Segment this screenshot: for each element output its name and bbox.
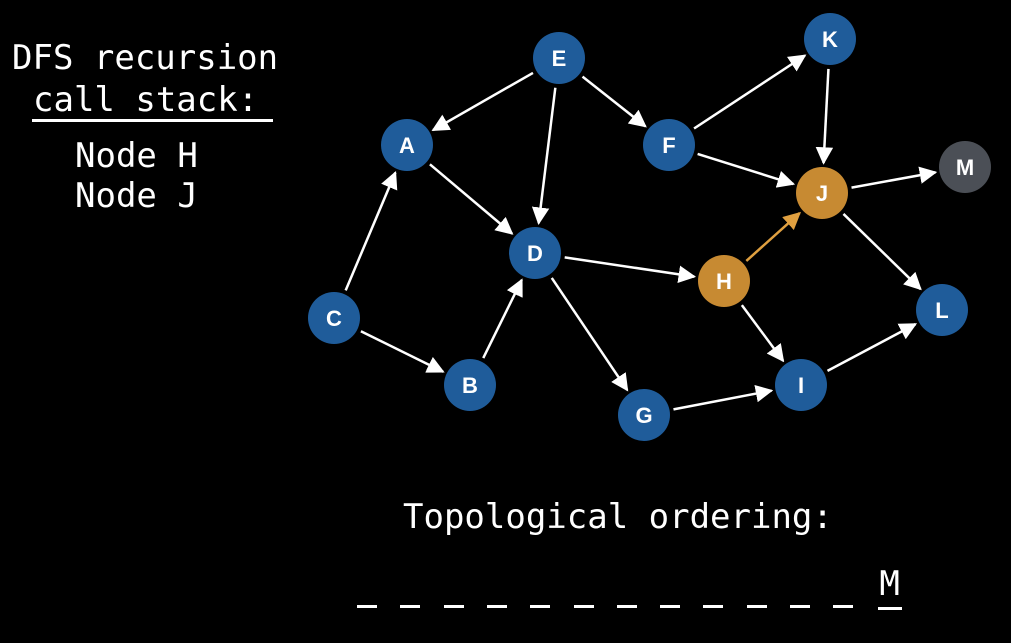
- edge-h-j: [745, 211, 801, 262]
- node-label: H: [716, 269, 732, 294]
- node-f: F: [643, 119, 695, 171]
- node-circle: [775, 359, 827, 411]
- node-c: C: [308, 292, 360, 344]
- call-stack-frame: Node J: [75, 176, 198, 216]
- call-stack-panel: DFS recursion call stack: Node H Node J: [0, 0, 300, 230]
- node-label: K: [822, 27, 838, 52]
- node-label: I: [798, 373, 804, 398]
- edge-e-d: [531, 87, 557, 225]
- node-e: E: [533, 32, 585, 84]
- node-m: M: [939, 141, 991, 193]
- node-j: J: [796, 167, 848, 219]
- topological-ordering-slots: M: [357, 564, 917, 620]
- ordering-slot: [746, 570, 767, 614]
- ordering-slot-blank: [530, 605, 551, 608]
- ordering-slot-blank: [877, 607, 902, 610]
- ordering-slot-blank: [746, 605, 767, 608]
- ordering-slot: [357, 570, 377, 614]
- node-a: A: [381, 119, 433, 171]
- ordering-slot: M: [877, 564, 902, 614]
- ordering-slot-value: M: [879, 564, 900, 604]
- node-label: G: [635, 403, 652, 428]
- node-label: D: [527, 241, 543, 266]
- edge-c-b: [360, 330, 445, 373]
- call-stack-frame: Node H: [75, 136, 198, 176]
- node-label: F: [662, 133, 675, 158]
- ordering-slot: [703, 570, 724, 614]
- node-circle: [618, 389, 670, 441]
- ordering-slot: [486, 570, 507, 614]
- ordering-slot: [790, 570, 810, 614]
- edge-f-j: [697, 152, 796, 188]
- node-label: A: [399, 133, 415, 158]
- edge-e-f: [581, 75, 647, 128]
- node-h: H: [698, 255, 750, 307]
- edge-h-i: [740, 304, 785, 363]
- ordering-slot: [573, 570, 594, 614]
- ordering-slot: [400, 570, 421, 614]
- ordering-slot-blank: [573, 605, 594, 608]
- edge-k-j: [815, 68, 834, 165]
- edge-e-a: [431, 71, 534, 132]
- call-stack-title-line1: DFS recursion: [12, 38, 279, 78]
- ordering-slot-blank: [486, 605, 507, 608]
- edge-j-l: [842, 213, 922, 291]
- node-l: L: [916, 284, 968, 336]
- ordering-slot-blank: [660, 605, 681, 608]
- node-circle: [381, 119, 433, 171]
- edge-d-g: [550, 277, 629, 392]
- ordering-slot: [443, 570, 464, 614]
- edge-j-m: [851, 166, 938, 189]
- node-circle: [698, 255, 750, 307]
- ordering-slot-blank: [357, 605, 377, 608]
- node-circle: [804, 13, 856, 65]
- node-g: G: [618, 389, 670, 441]
- ordering-slot-blank: [833, 605, 854, 608]
- ordering-slot: [530, 570, 551, 614]
- edge-f-k: [693, 54, 807, 130]
- nodes-layer: E K A F M J D H C L B I G: [308, 13, 991, 441]
- node-i: I: [775, 359, 827, 411]
- node-label: M: [956, 155, 974, 180]
- ordering-slot-blank: [400, 605, 421, 608]
- node-circle: [308, 292, 360, 344]
- ordering-slot: [616, 570, 637, 614]
- ordering-slot: [660, 570, 681, 614]
- edge-b-d: [482, 278, 523, 359]
- node-circle: [643, 119, 695, 171]
- call-stack-title-line2: call stack:: [33, 80, 259, 120]
- edge-a-d: [429, 163, 514, 235]
- node-circle: [444, 359, 496, 411]
- node-circle: [796, 167, 848, 219]
- node-circle: [533, 32, 585, 84]
- ordering-slot: [833, 570, 854, 614]
- node-label: L: [935, 298, 948, 323]
- node-label: J: [816, 181, 828, 206]
- edge-i-l: [826, 322, 918, 373]
- edge-c-a: [344, 171, 398, 291]
- node-b: B: [444, 359, 496, 411]
- ordering-slot-blank: [703, 605, 724, 608]
- ordering-slot-blank: [443, 605, 464, 608]
- node-circle: [916, 284, 968, 336]
- edge-d-h: [564, 256, 697, 283]
- ordering-slot-blank: [616, 605, 637, 608]
- node-circle: [939, 141, 991, 193]
- node-d: D: [509, 227, 561, 279]
- call-stack-underline: [32, 119, 273, 122]
- ordering-slot-blank: [790, 605, 810, 608]
- node-circle: [509, 227, 561, 279]
- node-k: K: [804, 13, 856, 65]
- topological-ordering-title: Topological ordering:: [403, 497, 833, 537]
- edges-layer: [344, 54, 938, 411]
- node-label: C: [326, 306, 342, 331]
- node-label: B: [462, 373, 478, 398]
- node-label: E: [552, 46, 567, 71]
- edge-g-i: [673, 384, 774, 411]
